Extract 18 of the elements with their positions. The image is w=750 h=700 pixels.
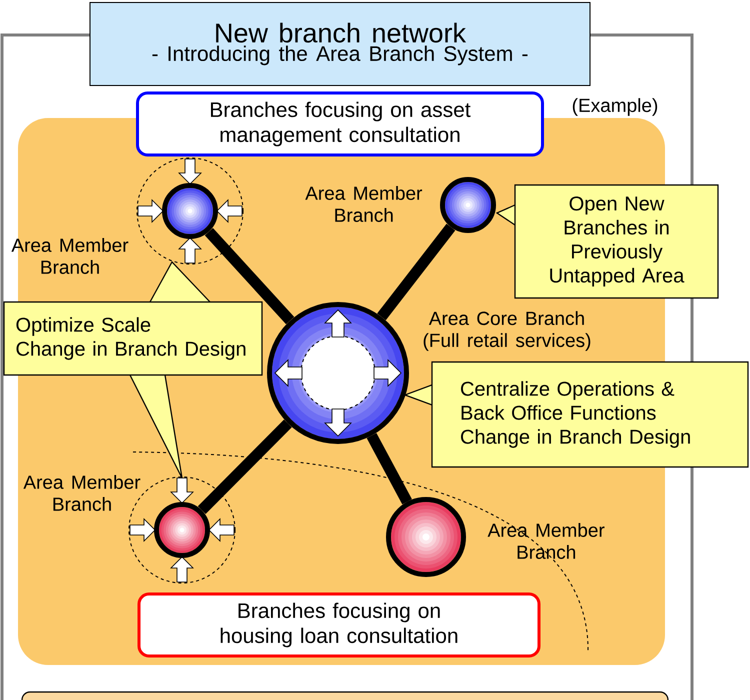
callout-box: Centralize Operations & Back Office Functions Change in Branch Design xyxy=(431,361,749,468)
connector-line xyxy=(198,419,292,514)
core-branch-drawing xyxy=(267,302,409,444)
scaled-branch-drawing xyxy=(136,158,244,264)
connector-line xyxy=(366,432,412,504)
title-box: New branch network - Introducing the Area Branch System - xyxy=(90,2,590,86)
branch-circle xyxy=(440,177,496,233)
note-label: (Example) xyxy=(572,98,658,116)
callout-box: Open New Branches in Previously Untapped Area xyxy=(514,184,719,299)
category-box: Branches focusing on housing loan consultation xyxy=(138,592,540,658)
connector-line xyxy=(204,228,294,324)
category-box: Branches focusing on asset management consultation xyxy=(136,92,544,156)
branch-label: Area Member Branch xyxy=(23,475,140,511)
branch-circle xyxy=(386,497,466,577)
branch-label: Area Member Branch xyxy=(488,523,604,559)
connector-line xyxy=(377,224,456,320)
branch-label: Area Member Branch xyxy=(305,186,422,222)
branch-label: Area Core Branch (Full retail services) xyxy=(424,311,590,351)
